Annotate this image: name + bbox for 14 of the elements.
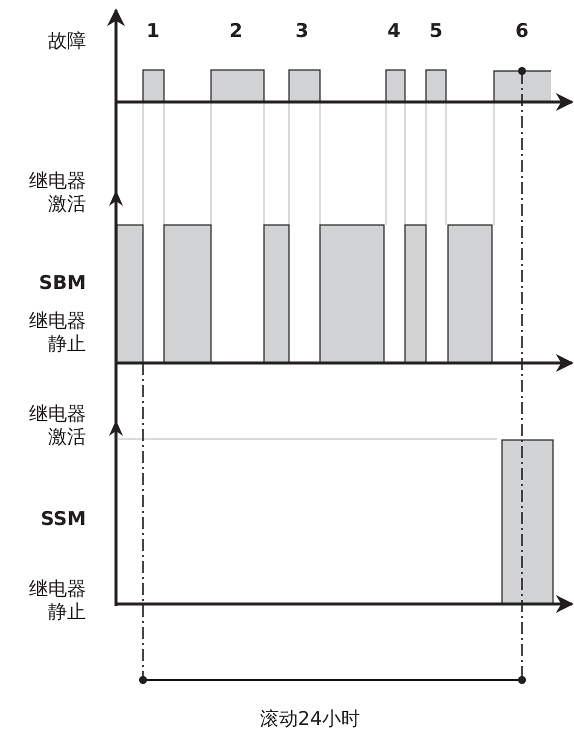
axis-label: 继电器激活 (29, 403, 86, 449)
axis-label: 故障 (48, 30, 86, 52)
signal-name: SSM (40, 508, 86, 530)
pulse-number: 2 (229, 20, 243, 42)
signal-name: SBM (38, 272, 86, 294)
axis-label: 继电器静止 (29, 310, 86, 356)
pulse-number: 1 (146, 20, 160, 42)
pulse-number: 3 (295, 20, 309, 42)
pulse-number: 5 (429, 20, 443, 42)
pulse-number: 4 (387, 20, 401, 42)
dimension-label: 滚动24小时 (260, 708, 360, 730)
axis-label: 继电器静止 (29, 578, 86, 624)
pulse-number: 6 (515, 20, 529, 42)
axis-label: 继电器激活 (29, 170, 86, 216)
